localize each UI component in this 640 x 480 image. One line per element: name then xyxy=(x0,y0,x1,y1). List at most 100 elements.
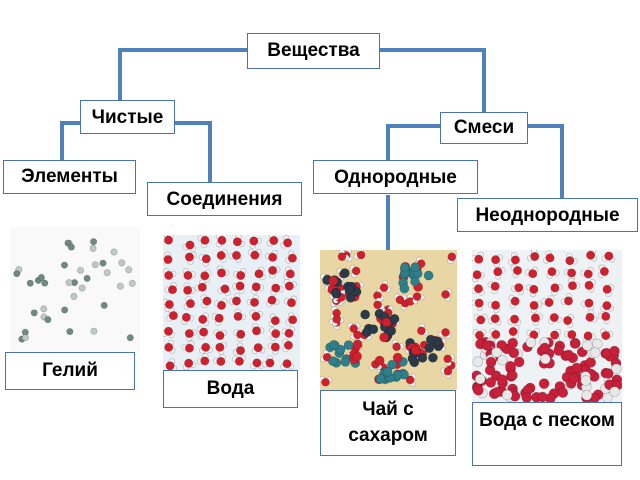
oxygen-atom xyxy=(586,250,596,260)
oxygen-atom xyxy=(602,301,612,311)
oxygen-atom xyxy=(392,342,401,352)
sand-particle xyxy=(473,384,484,396)
sugar-atom xyxy=(381,317,392,328)
oxygen-atom xyxy=(584,298,594,308)
sand-particle xyxy=(563,349,574,361)
helium-atom xyxy=(37,273,45,281)
oxygen-atom xyxy=(200,271,210,281)
oxygen-atom xyxy=(474,254,484,264)
helium-atom xyxy=(30,309,38,317)
sand-particle xyxy=(540,353,551,365)
oxygen-atom xyxy=(234,356,244,366)
oxygen-atom xyxy=(164,299,174,309)
helium-atom xyxy=(89,244,97,252)
sugar-atom xyxy=(345,292,356,303)
oxygen-atom xyxy=(252,326,262,336)
oxygen-atom xyxy=(567,330,577,340)
oxygen-atom xyxy=(232,296,242,306)
oxygen-atom xyxy=(252,358,262,368)
oxygen-atom xyxy=(514,283,524,293)
oxygen-atom xyxy=(332,315,342,324)
oxygen-atom xyxy=(217,300,227,310)
oxygen-atom xyxy=(183,285,193,295)
oxygen-atom xyxy=(508,327,518,337)
helium-atom xyxy=(60,261,68,269)
oxygen-atom xyxy=(201,342,211,352)
oxygen-atom xyxy=(283,340,293,350)
oxygen-atom xyxy=(545,253,555,263)
oxygen-atom xyxy=(563,296,573,306)
oxygen-atom xyxy=(215,331,225,341)
oxygen-atom xyxy=(285,269,295,279)
sand-particle xyxy=(507,337,519,349)
sand-particle xyxy=(508,347,520,359)
label-water: Вода xyxy=(163,370,298,408)
oxygen-atom xyxy=(530,313,540,323)
oxygen-atom xyxy=(249,236,259,246)
helium-atom xyxy=(21,334,29,342)
oxygen-atom xyxy=(287,253,297,263)
oxygen-atom xyxy=(510,314,520,324)
oxygen-atom xyxy=(184,329,194,339)
sand-particle xyxy=(602,368,614,379)
oxygen-atom xyxy=(233,311,243,321)
sand-particle xyxy=(513,356,525,368)
sand-particle xyxy=(491,347,502,358)
helium-atom xyxy=(100,301,108,309)
sugar-atom xyxy=(386,325,397,336)
oxygen-atom xyxy=(417,326,426,336)
oxygen-atom xyxy=(168,311,178,321)
sand-particle xyxy=(537,391,548,402)
helium-atom xyxy=(110,248,118,256)
helium-atom xyxy=(13,270,21,278)
oxygen-atom xyxy=(441,328,450,337)
oxygen-atom xyxy=(349,324,359,333)
oxygen-atom xyxy=(547,267,557,277)
sand-particle xyxy=(553,345,564,356)
oxygen-atom xyxy=(214,313,224,323)
tea-sugar-molecules xyxy=(320,250,457,387)
oxygen-atom xyxy=(602,284,612,294)
oxygen-atom xyxy=(284,328,294,338)
helium-atom xyxy=(125,266,133,274)
oxygen-atom xyxy=(215,342,225,352)
oxygen-atom xyxy=(235,281,245,291)
oxygen-atom xyxy=(268,265,278,275)
helium-atom xyxy=(128,279,136,287)
oxygen-atom xyxy=(231,250,241,260)
sugar-atom xyxy=(382,366,393,377)
sugar-atom xyxy=(387,359,397,370)
sand-particle xyxy=(501,389,513,401)
sugar-atom xyxy=(339,268,350,279)
sugar-atom xyxy=(399,283,410,294)
sugar-atom xyxy=(399,262,410,273)
helium-atom xyxy=(78,284,86,292)
oxygen-atom xyxy=(544,298,554,308)
helium-atom xyxy=(70,292,78,300)
helium-atom xyxy=(91,261,99,269)
oxygen-atom xyxy=(583,269,593,279)
node-heterogeneous: Неоднородные xyxy=(457,198,638,232)
oxygen-atom xyxy=(164,342,174,352)
oxygen-atom xyxy=(270,342,280,352)
oxygen-atom xyxy=(585,312,595,322)
oxygen-atom xyxy=(251,311,261,321)
sugar-atom xyxy=(379,332,390,343)
oxygen-atom xyxy=(491,255,501,265)
oxygen-atom xyxy=(236,270,246,280)
oxygen-atom xyxy=(286,298,296,308)
oxygen-atom xyxy=(528,269,538,279)
node-compounds: Соединения xyxy=(147,182,302,216)
sand-particle xyxy=(585,357,596,368)
sugar-atom xyxy=(410,345,421,356)
oxygen-atom xyxy=(379,283,389,292)
oxygen-atom xyxy=(373,300,382,310)
sugar-atom xyxy=(428,352,438,363)
sugar-atom xyxy=(423,270,434,281)
sand-particle xyxy=(507,370,518,381)
oxygen-atom xyxy=(251,282,261,292)
sugar-atom xyxy=(352,351,362,362)
oxygen-atom xyxy=(250,250,260,260)
oxygen-atom xyxy=(476,315,486,325)
